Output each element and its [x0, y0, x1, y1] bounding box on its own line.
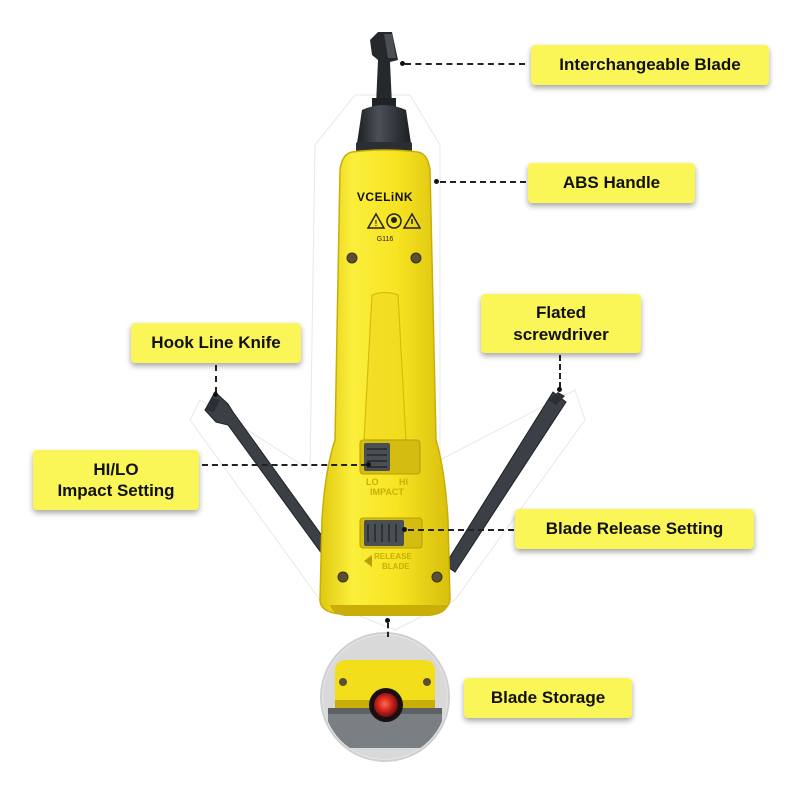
switch-hi-text: HI: [399, 477, 408, 487]
screwdriver-leader-dot: [557, 387, 562, 392]
hilo-leader-line: [202, 464, 367, 466]
blade-storage-inset: [320, 632, 450, 762]
hi-lo-impact-switch: [359, 439, 421, 475]
handle-screws: [337, 252, 443, 583]
hilo-line-2: Impact Setting: [57, 481, 175, 500]
model-number: G116: [376, 236, 394, 243]
handle-leader-line: [440, 181, 526, 183]
callout-flated-screwdriver: Flated screwdriver: [481, 294, 641, 353]
callout-blade-storage: Blade Storage: [464, 678, 632, 718]
callout-interchangeable-blade: Interchangeable Blade: [531, 45, 769, 85]
callout-blade-release-setting: Blade Release Setting: [515, 509, 754, 549]
handle-grip-recess: [364, 292, 406, 440]
nose-cap: [356, 105, 412, 150]
screwdriver-leader-line: [559, 355, 561, 388]
release-arrow: [364, 555, 372, 567]
blade-leader-dot: [400, 61, 405, 66]
switch-lo-text: LO: [366, 477, 379, 487]
nose-cap-ring: [356, 142, 412, 152]
storage-leader-line: [387, 623, 389, 637]
switch-impact-text: IMPACT: [370, 487, 404, 497]
knife-leader-line: [215, 365, 217, 393]
knife-leader-dot: [213, 392, 218, 397]
blade-release-switch: [359, 517, 423, 549]
release-leader-dot: [402, 527, 407, 532]
interchangeable-blade-graphic: [370, 32, 398, 108]
release-leader-line: [408, 529, 514, 531]
svg-text:!: !: [375, 219, 378, 228]
handle-bottom: [330, 605, 448, 616]
storage-leader-dot: [385, 618, 390, 623]
handle-leader-dot: [434, 179, 439, 184]
flated-screwdriver-arm: [444, 391, 567, 573]
callout-hook-line-knife: Hook Line Knife: [131, 323, 301, 363]
switch-release-text: RELEASE: [374, 552, 412, 561]
hilo-line-1: HI/LO: [93, 459, 139, 479]
callout-abs-handle: ABS Handle: [528, 163, 695, 203]
flated-line-1: Flated: [535, 303, 587, 323]
callout-hilo-impact-setting: HI/LO Impact Setting: [33, 450, 199, 510]
switch-blade-text: BLADE: [382, 562, 410, 571]
flated-line-2: screwdriver: [513, 324, 609, 344]
warning-symbols: !: [366, 212, 422, 229]
blade-leader-line: [405, 63, 525, 65]
hilo-leader-dot: [366, 462, 371, 467]
brand-logo: VCELiNK: [356, 190, 414, 204]
